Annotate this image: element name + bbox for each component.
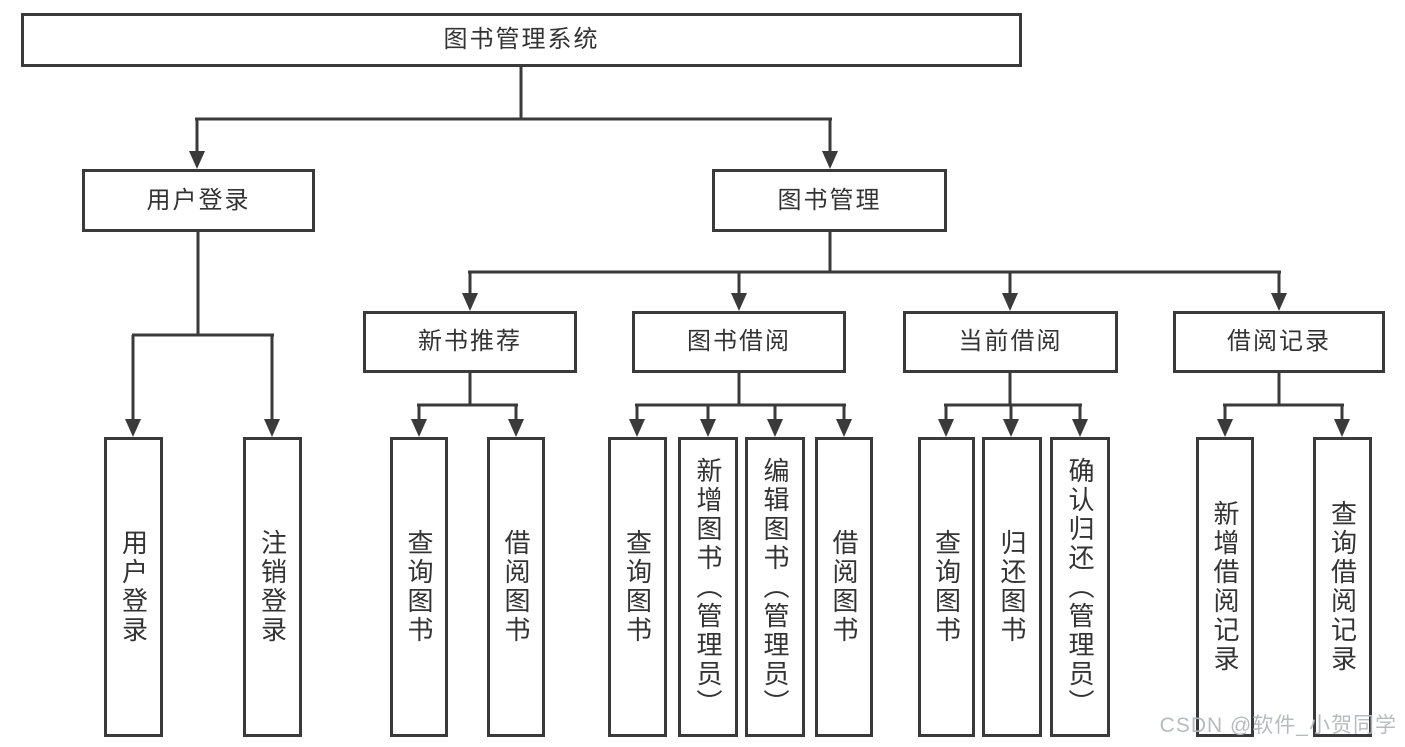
node-root-system: 图书管理系统 — [21, 13, 1022, 67]
node-book-borrow-label: 图书借阅 — [687, 328, 791, 355]
node-user-login-branch-label: 用户登录 — [146, 186, 251, 214]
leaf-query-book-borrow: 查询图书 — [608, 437, 667, 737]
node-new-book-recommend-label: 新书推荐 — [418, 328, 522, 355]
leaf-query-borrow-record-label: 查询借阅记录 — [1327, 500, 1358, 674]
leaf-confirm-return-admin-label: 确认归还（管理员） — [1065, 456, 1095, 718]
leaf-borrow-book-label: 借阅图书 — [829, 529, 859, 645]
node-current-borrow: 当前借阅 — [903, 311, 1118, 373]
leaf-add-borrow-record: 新增借阅记录 — [1196, 437, 1254, 737]
node-borrow-records: 借阅记录 — [1173, 311, 1385, 373]
leaf-add-borrow-record-label: 新增借阅记录 — [1210, 500, 1240, 674]
leaf-edit-book-admin: 编辑图书（管理员） — [745, 437, 805, 737]
node-current-borrow-label: 当前借阅 — [958, 328, 1063, 355]
leaf-logout-label: 注销登录 — [257, 529, 288, 645]
leaf-borrow-book: 借阅图书 — [815, 437, 873, 737]
leaf-user-login: 用户登录 — [104, 437, 163, 737]
node-new-book-recommend: 新书推荐 — [363, 311, 577, 373]
node-borrow-records-label: 借阅记录 — [1227, 328, 1331, 355]
leaf-borrow-book-recommend-label: 借阅图书 — [501, 529, 531, 645]
leaf-return-book-label: 归还图书 — [997, 529, 1027, 645]
leaf-borrow-book-recommend: 借阅图书 — [487, 437, 545, 737]
node-book-management-branch-label: 图书管理 — [777, 186, 882, 214]
node-book-borrow: 图书借阅 — [632, 311, 846, 373]
leaf-query-book-current-label: 查询图书 — [931, 529, 962, 645]
node-user-login-branch: 用户登录 — [82, 169, 315, 232]
leaf-logout: 注销登录 — [243, 437, 302, 737]
leaf-user-login-label: 用户登录 — [118, 529, 149, 645]
node-root-label: 图书管理系统 — [443, 26, 600, 53]
leaf-query-book-recommend-label: 查询图书 — [404, 529, 434, 645]
leaf-confirm-return-admin: 确认归还（管理员） — [1050, 437, 1110, 737]
leaf-add-book-admin-label: 新增图书（管理员） — [693, 456, 723, 718]
leaf-query-book-borrow-label: 查询图书 — [622, 529, 653, 645]
leaf-query-book-current: 查询图书 — [918, 437, 975, 737]
leaf-query-borrow-record: 查询借阅记录 — [1313, 437, 1372, 737]
node-book-management-branch: 图书管理 — [712, 169, 947, 232]
leaf-add-book-admin: 新增图书（管理员） — [678, 437, 738, 737]
leaf-query-book-recommend: 查询图书 — [390, 437, 448, 737]
leaf-edit-book-admin-label: 编辑图书（管理员） — [760, 456, 790, 718]
leaf-return-book: 归还图书 — [982, 437, 1042, 737]
